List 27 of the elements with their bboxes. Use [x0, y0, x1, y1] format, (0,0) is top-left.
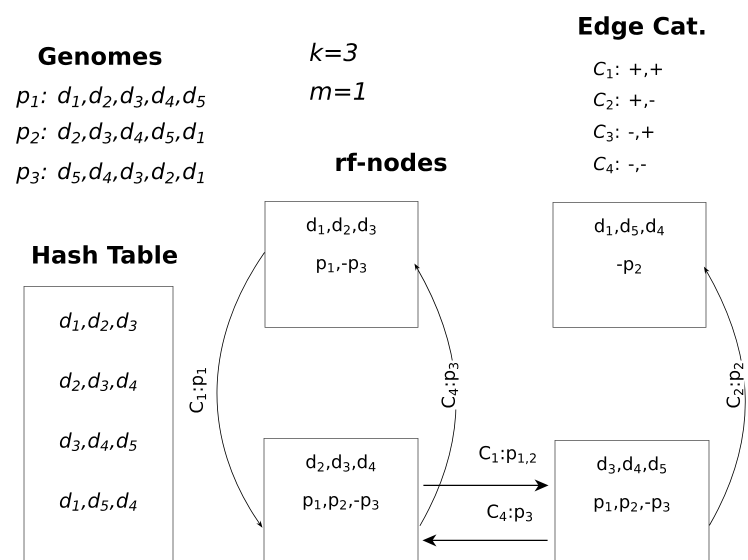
heading: Edge Cat. — [579, 16, 704, 40]
node-label: d$_{2}$,d$_{3}$,d$_{4}$ — [60, 372, 137, 392]
edge-label: C$_{2}$:p$_{2}$ — [725, 360, 745, 410]
node-label: d$_{1}$,d$_{5}$,d$_{4}$ — [60, 492, 137, 511]
label-text: p$_{2}$: d$_{2}$,d$_{3}$,d$_{4}$,d$_{5}$,d$_{1}$ — [16, 122, 204, 144]
node-label: d$_{3}$,d$_{4}$,d$_{5}$ — [60, 432, 137, 452]
label-text: C$_{3}$: -,+ — [594, 124, 654, 142]
label-text: C$_{1}$: +,+ — [594, 62, 662, 78]
label-text: p$_{1}$: d$_{1}$,d$_{2}$,d$_{3}$,d$_{4}$,d$_{5}$ — [16, 86, 206, 108]
node-label: d$_{1}$,d$_{2}$,d$_{3}$ — [60, 312, 137, 332]
heading: rf-nodes — [336, 152, 446, 172]
label-text: C$_{2}$: +,- — [594, 92, 654, 110]
rf-node-box: d$_{1}$,d$_{5}$,d$_{4}$ -p$_{2}$ — [552, 202, 706, 328]
label-text: p$_{3}$: d$_{5}$,d$_{4}$,d$_{3}$,d$_{2}$,d$_{1}$ — [16, 162, 204, 184]
rf-node-box: d$_{1}$,d$_{2}$,d$_{3}$ p$_{1}$,-p$_{3}$ — [264, 200, 418, 328]
edge-label: C$_{4}$:p$_{3}$ — [485, 503, 535, 523]
label-text: C$_{4}$: -,- — [594, 156, 646, 174]
edge-label: C$_{1}$:p$_{1,2}$ — [477, 444, 539, 466]
label-text: m=1 — [310, 82, 364, 100]
table-box: d$_{1}$,d$_{2}$,d$_{3}$ d$_{2}$,d$_{3}$,d$_{4}$ d$_{3}$,d$_{4}$,d$_{5}$ d$_{1}$,d$_{5}$,d$_{4}$ — [24, 286, 174, 560]
edge-label: C$_{1}$:p$_{1}$ — [188, 365, 208, 415]
rf-node-box: d$_{3}$,d$_{4}$,d$_{5}$ p$_{1}$,p$_{2}$,-p$_{3}$ — [554, 440, 710, 560]
heading: Genomes — [38, 46, 162, 66]
label-text: k=3 — [310, 42, 357, 62]
rf-node-box: d$_{2}$,d$_{3}$,d$_{4}$ p$_{1}$,p$_{2}$,-p$_{3}$ — [264, 438, 418, 560]
heading: Hash Table — [33, 245, 177, 264]
edge-label: C$_{4}$:p$_{3}$ — [440, 360, 460, 410]
